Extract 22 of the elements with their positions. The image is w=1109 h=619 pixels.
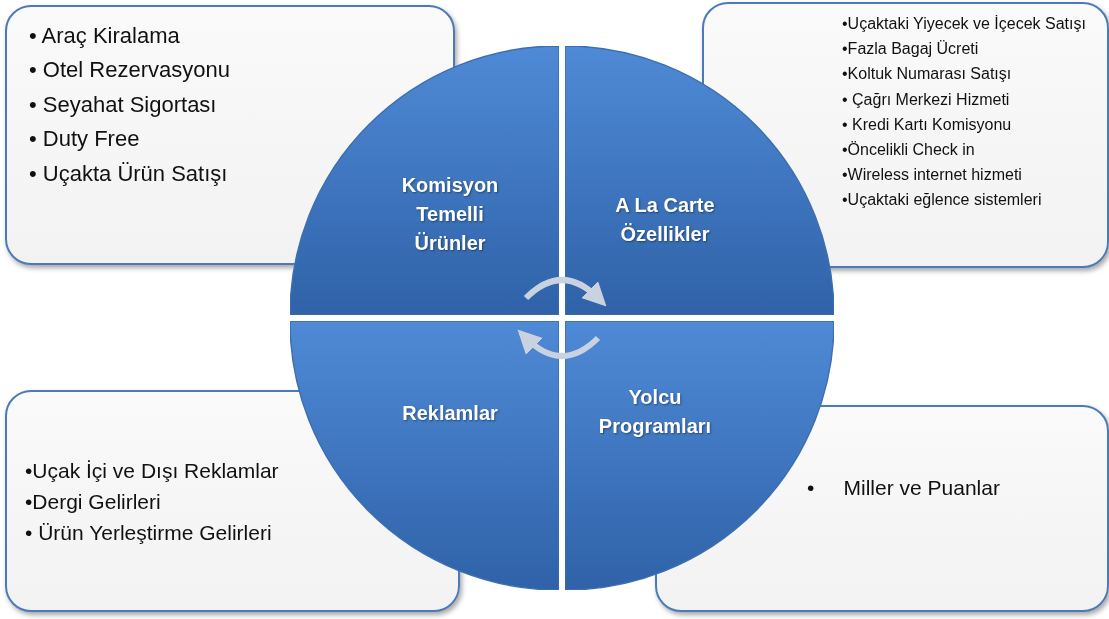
bullet-item: • Seyahat Sigortası bbox=[29, 91, 218, 119]
bullet-item: • Duty Free bbox=[29, 126, 141, 153]
quadrant-label: Komisyon Temelli Ürünler bbox=[400, 173, 500, 256]
bullet-item: • Ürün Yerleştirme Gelirleri bbox=[25, 520, 273, 546]
bullet-item: • Miller ve Puanlar bbox=[807, 475, 1001, 501]
bullet-item: •Fazla Bagaj Ücreti bbox=[842, 39, 980, 59]
bullet-item: •Wireless internet hizmeti bbox=[842, 165, 1023, 185]
bullet-item: •Dergi Gelirleri bbox=[25, 489, 162, 515]
bullet-item: • Araç Kiralama bbox=[29, 23, 181, 50]
quadrant-label: Yolcu Programları bbox=[597, 385, 713, 439]
bullet-item: •Öncelikli Check in bbox=[842, 139, 976, 160]
bullet-item: • Çağrı Merkezi Hizmeti bbox=[842, 89, 1011, 109]
bullet-item: • Kredi Kartı Komisyonu bbox=[842, 114, 1013, 134]
quadrant-label: A La Carte Özellikler bbox=[614, 193, 716, 247]
bullet-item: •Uçak İçi ve Dışı Reklamlar bbox=[25, 458, 280, 484]
bullet-item: • Otel Rezervasyonu bbox=[29, 57, 231, 84]
bullet-item: •Koltuk Numarası Satışı bbox=[842, 64, 1013, 84]
bullet-item: •Uçaktaki Yiyecek ve İçecek Satışı bbox=[842, 14, 1086, 34]
curved-arrow bbox=[523, 277, 607, 307]
bullet-item: •Uçaktaki eğlence sistemleri bbox=[842, 190, 1043, 210]
quadrant-label: Reklamlar bbox=[401, 401, 499, 426]
curved-arrow bbox=[517, 329, 601, 359]
